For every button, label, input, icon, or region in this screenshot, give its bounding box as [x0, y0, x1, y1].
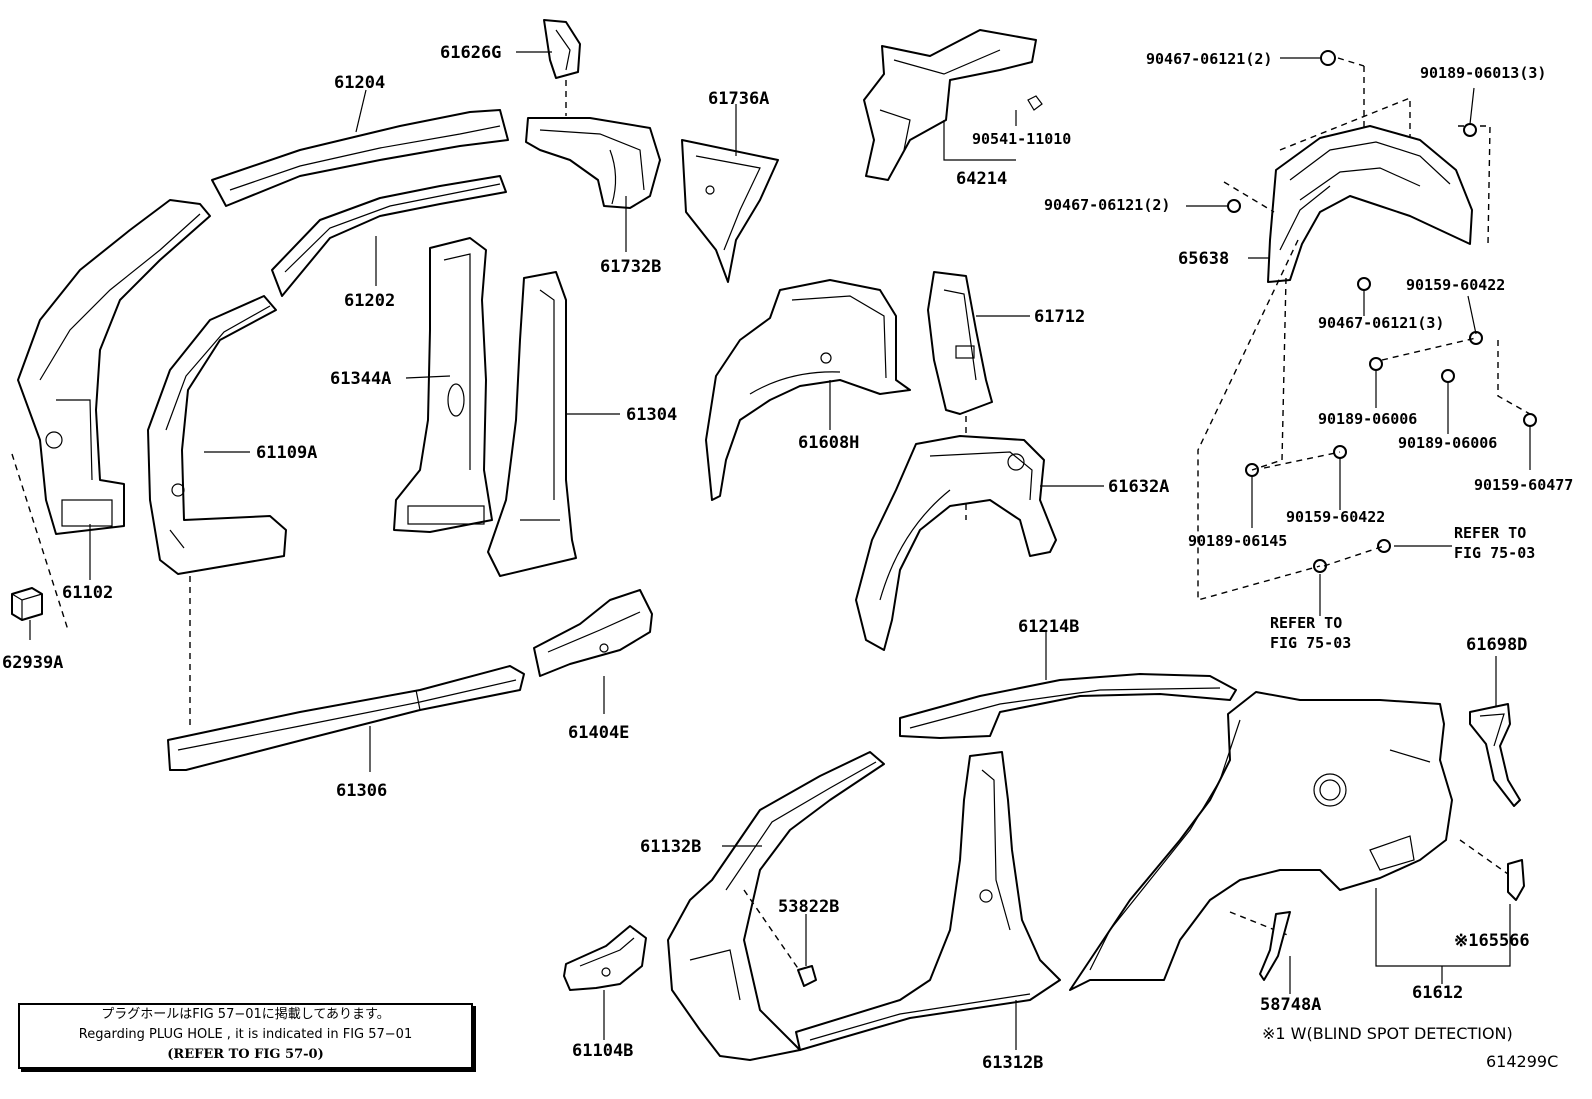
label-65638: 65638: [1178, 249, 1229, 269]
label-61404E: 61404E: [568, 723, 629, 743]
label-61344A: 61344A: [330, 369, 391, 389]
part-61608H: [705, 279, 911, 501]
label-61732B: 61732B: [600, 257, 661, 277]
part-61109A: [147, 295, 287, 575]
label-refer2-line2: FIG 75-03: [1270, 634, 1351, 652]
part-labels: 61626G 61204 61736A 61732B 61202 61344A …: [2, 43, 1573, 1073]
label-90189-06006b: 90189-06006: [1398, 434, 1497, 452]
label-64214: 64214: [956, 169, 1007, 189]
label-62939A: 62939A: [2, 653, 63, 673]
label-61102: 61102: [62, 583, 113, 603]
part-61736A: [681, 139, 779, 283]
label-165566: ※165566: [1454, 931, 1530, 951]
label-90467-06121-2a: 90467-06121(2): [1146, 50, 1272, 68]
part-61732B: [525, 117, 661, 209]
part-61612: [1069, 691, 1453, 991]
label-90467-06121-2b: 90467-06121(2): [1044, 196, 1170, 214]
part-53822B: [797, 965, 817, 987]
part-58748A: [1259, 911, 1291, 981]
label-61612: 61612: [1412, 983, 1463, 1003]
label-61214B: 61214B: [1018, 617, 1079, 637]
note-line-ref: (REFER TO FIG 57-0): [167, 1047, 324, 1062]
part-64214: [863, 29, 1043, 181]
label-61608H: 61608H: [798, 433, 859, 453]
label-58748A: 58748A: [1260, 995, 1321, 1015]
part-61344A: [393, 237, 493, 533]
note-line-en: Regarding PLUG HOLE , it is indicated in…: [78, 1027, 413, 1042]
label-refer1-line1: REFER TO: [1454, 524, 1526, 542]
label-90467-06121-3: 90467-06121(3): [1318, 314, 1444, 332]
part-61632A: [855, 435, 1057, 651]
label-61306: 61306: [336, 781, 387, 801]
part-61104B: [563, 925, 647, 991]
part-61306: [167, 576, 525, 771]
label-61304: 61304: [626, 405, 677, 425]
label-61202: 61202: [344, 291, 395, 311]
part-61304: [487, 271, 577, 577]
label-90541-11010: 90541-11010: [972, 130, 1071, 148]
label-90159-60422b: 90159-60422: [1286, 508, 1385, 526]
label-61736A: 61736A: [708, 89, 769, 109]
part-61312B: [795, 751, 1061, 1051]
label-refer2-line1: REFER TO: [1270, 614, 1342, 632]
label-90189-06013-3: 90189-06013(3): [1420, 64, 1546, 82]
label-61698D: 61698D: [1466, 635, 1527, 655]
part-61712: [927, 271, 993, 520]
label-90189-06006a: 90189-06006: [1318, 410, 1417, 428]
part-65638: [1223, 96, 1491, 283]
note-line-jp: プラグホールはFIG 57−01に掲載してあります。: [101, 1007, 390, 1022]
leader-lines: [29, 51, 1531, 1050]
label-refer1-line2: FIG 75-03: [1454, 544, 1535, 562]
part-61132B: [667, 751, 885, 1061]
part-61204: [211, 109, 509, 207]
label-61712: 61712: [1034, 307, 1085, 327]
part-165566: [1459, 839, 1525, 901]
illustration-code: 614299C: [1486, 1052, 1559, 1071]
plug-hole-note: プラグホールはFIG 57−01に掲載してあります。 Regarding PLU…: [18, 1003, 473, 1069]
label-61204: 61204: [334, 73, 385, 93]
part-61626G: [543, 19, 581, 116]
label-61104B: 61104B: [572, 1041, 633, 1061]
part-61202: [271, 175, 507, 297]
label-90159-60477: 90159-60477: [1474, 476, 1573, 494]
part-61404E: [533, 589, 653, 677]
label-61109A: 61109A: [256, 443, 317, 463]
label-53822B: 53822B: [778, 897, 839, 917]
footnote: ※1 W(BLIND SPOT DETECTION): [1262, 1024, 1513, 1043]
part-62939A: [11, 587, 43, 621]
part-61214B: [899, 673, 1237, 739]
label-61626G: 61626G: [440, 43, 501, 63]
label-61312B: 61312B: [982, 1053, 1043, 1073]
part-61698D: [1469, 703, 1521, 807]
label-61132B: 61132B: [640, 837, 701, 857]
label-90159-60422a: 90159-60422: [1406, 276, 1505, 294]
label-61632A: 61632A: [1108, 477, 1169, 497]
label-90189-06145: 90189-06145: [1188, 532, 1287, 550]
part-61102: [11, 199, 211, 631]
